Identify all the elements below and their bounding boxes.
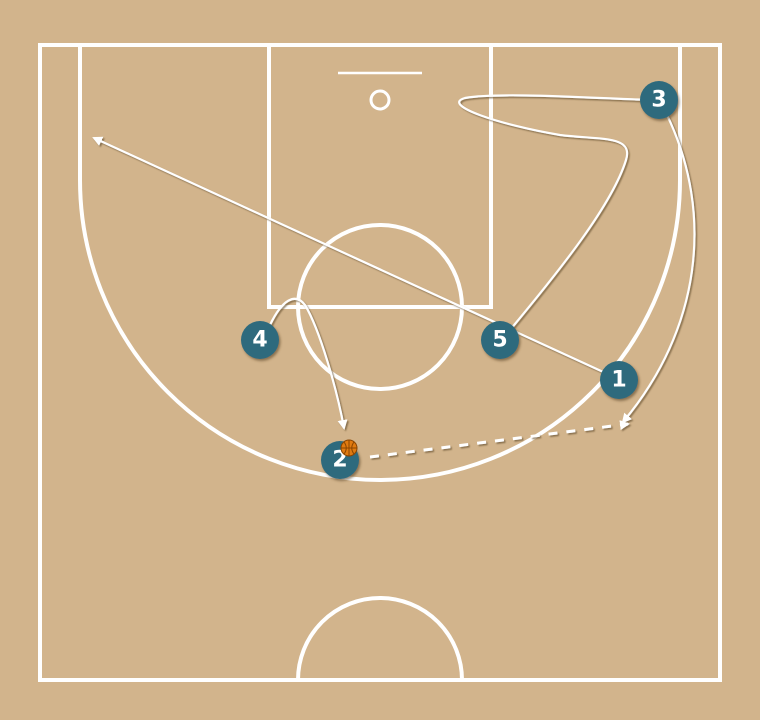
player-1-label: 1 (611, 368, 626, 393)
center-circle (296, 596, 464, 681)
hoop (369, 89, 391, 111)
route-player-1-cut (92, 136, 613, 377)
player-4[interactable]: 4 (241, 321, 279, 359)
basketball-icon (340, 439, 358, 457)
player-3-marker (640, 81, 678, 119)
pass-2-to-1 (369, 420, 630, 459)
paint-lane (267, 43, 493, 309)
route-player-5-screen (458, 94, 651, 331)
route-player-3-cut (621, 114, 696, 424)
player-5-marker (481, 321, 519, 359)
player-3[interactable]: 3 (640, 81, 678, 119)
player-5-label: 5 (492, 328, 507, 353)
player-4-marker (241, 321, 279, 359)
route-player-4-cut (269, 297, 348, 430)
player-1-marker (600, 361, 638, 399)
three-point-line (78, 45, 682, 482)
player-5[interactable]: 5 (481, 321, 519, 359)
player-1[interactable]: 1 (600, 361, 638, 399)
player-3-label: 3 (651, 88, 666, 113)
player-4-label: 4 (252, 328, 267, 353)
